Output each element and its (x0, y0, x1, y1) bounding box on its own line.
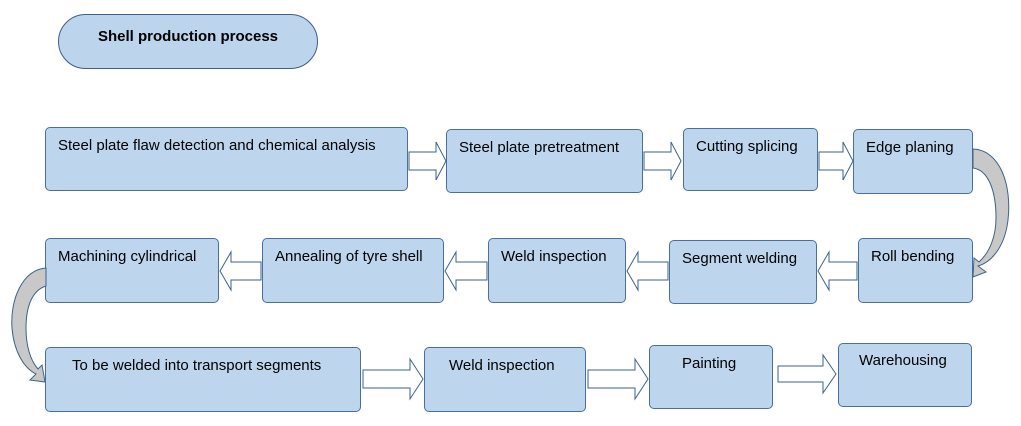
step-cutting-splicing: Cutting splicing (683, 128, 818, 191)
step-machining-label: Machining cylindrical (58, 248, 197, 265)
step-warehousing-label: Warehousing (859, 352, 947, 369)
arrow-left-2 (626, 250, 669, 292)
step-flaw-detection-label: Steel plate flaw detection and chemical … (58, 137, 376, 154)
arrow-left-1 (817, 250, 858, 292)
step-weld-inspection-2: Weld inspection (424, 347, 586, 412)
step-transport-segments-label: To be welded into transport segments (72, 357, 322, 374)
step-transport-segments: To be welded into transport segments (45, 347, 361, 412)
step-annealing: Annealing of tyre shell (262, 238, 444, 303)
step-weld-inspection-1-label: Weld inspection (501, 248, 607, 265)
arrow-left-4 (219, 250, 262, 292)
step-segment-welding: Segment welding (669, 240, 817, 304)
step-pretreatment-label: Steel plate pretreatment (459, 139, 620, 156)
curve-connector-left (11, 267, 47, 383)
step-edge-planing-label: Edge planing (866, 139, 954, 156)
arrow-right-1 (408, 141, 447, 181)
step-flaw-detection: Steel plate flaw detection and chemical … (45, 127, 408, 191)
step-machining: Machining cylindrical (45, 238, 219, 303)
diagram-title: Shell production process (58, 14, 318, 69)
step-roll-bending-label: Roll bending (871, 248, 955, 265)
curve-connector-right (972, 148, 1010, 278)
arrow-right-3 (818, 141, 854, 181)
step-edge-planing: Edge planing (853, 129, 973, 194)
step-segment-welding-label: Segment welding (682, 250, 798, 267)
arrow-left-3 (444, 250, 488, 292)
step-warehousing: Warehousing (838, 343, 972, 407)
step-painting: Painting (649, 345, 773, 409)
step-weld-inspection-2-label: Weld inspection (449, 357, 555, 374)
arrow-right-4 (362, 357, 424, 401)
step-annealing-label: Annealing of tyre shell (275, 248, 423, 265)
step-pretreatment: Steel plate pretreatment (446, 129, 643, 193)
arrow-right-6 (777, 353, 837, 395)
step-painting-label: Painting (682, 355, 737, 372)
arrow-right-5 (587, 357, 649, 401)
diagram-title-text: Shell production process (97, 28, 279, 45)
step-cutting-splicing-label: Cutting splicing (696, 138, 798, 155)
arrow-right-2 (643, 141, 682, 181)
step-weld-inspection-1: Weld inspection (488, 238, 626, 303)
step-roll-bending: Roll bending (858, 238, 973, 303)
